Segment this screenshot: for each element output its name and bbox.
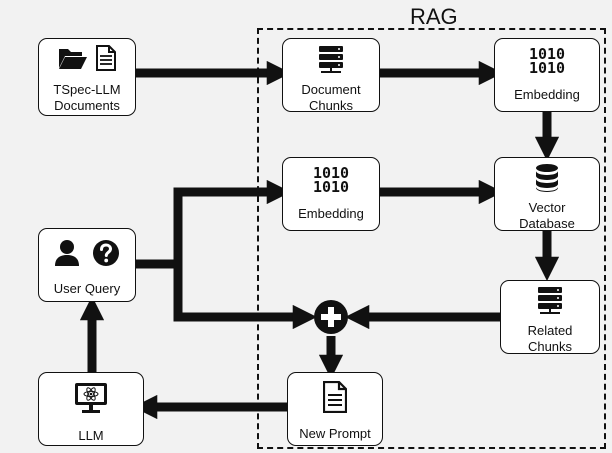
binary-icon: 1010 1010 <box>528 45 566 77</box>
user-query-label: User Query <box>53 281 121 296</box>
related-chunks-label-1: Related <box>527 323 573 338</box>
document-chunks-label-1: Document <box>301 82 361 97</box>
rag-title: RAG <box>410 4 458 29</box>
document-icon <box>322 380 348 418</box>
tspec-documents-node: TSpec-LLM Documents <box>38 38 136 116</box>
arrow-query-to-embedding <box>136 179 292 269</box>
embedding-top-label: Embedding <box>514 87 580 102</box>
embedding-top-node: 1010 1010 Embedding <box>494 38 600 112</box>
document-chunks-node: Document Chunks <box>282 38 380 113</box>
monitor-atom-icon <box>74 382 108 419</box>
vector-database-label-1: Vector <box>528 200 566 215</box>
tspec-documents-label-2: Documents <box>54 98 120 113</box>
document-chunks-label-2: Chunks <box>308 98 354 113</box>
plus-circle-icon <box>314 300 348 334</box>
new-prompt-label: New Prompt <box>299 426 371 441</box>
user-query-node: User Query <box>38 228 136 302</box>
arrow-query-to-combine <box>173 264 318 330</box>
database-icon <box>535 163 559 198</box>
embedding-mid-node: 1010 1010 Embedding <box>282 157 380 231</box>
embedding-mid-label: Embedding <box>298 206 364 221</box>
vector-database-label-2: Database <box>519 216 575 231</box>
document-icon <box>96 45 116 76</box>
binary-row: 1010 <box>312 178 350 196</box>
related-chunks-node: Related Chunks <box>500 280 600 354</box>
folder-open-icon <box>58 46 88 75</box>
llm-label: LLM <box>78 428 104 443</box>
binary-icon: 1010 1010 <box>312 164 350 196</box>
binary-row: 1010 <box>528 59 566 77</box>
server-icon <box>537 286 563 319</box>
tspec-documents-label-1: TSpec-LLM <box>53 82 121 97</box>
llm-node: LLM <box>38 372 144 446</box>
vector-database-node: Vector Database <box>494 157 600 231</box>
server-icon <box>318 45 344 78</box>
rag-boundary <box>257 28 606 449</box>
binary-row: 1010 <box>312 164 350 182</box>
user-icon <box>54 239 80 272</box>
binary-row: 1010 <box>528 45 566 63</box>
related-chunks-label-2: Chunks <box>527 339 573 354</box>
question-icon <box>92 239 120 272</box>
new-prompt-node: New Prompt <box>287 372 383 446</box>
